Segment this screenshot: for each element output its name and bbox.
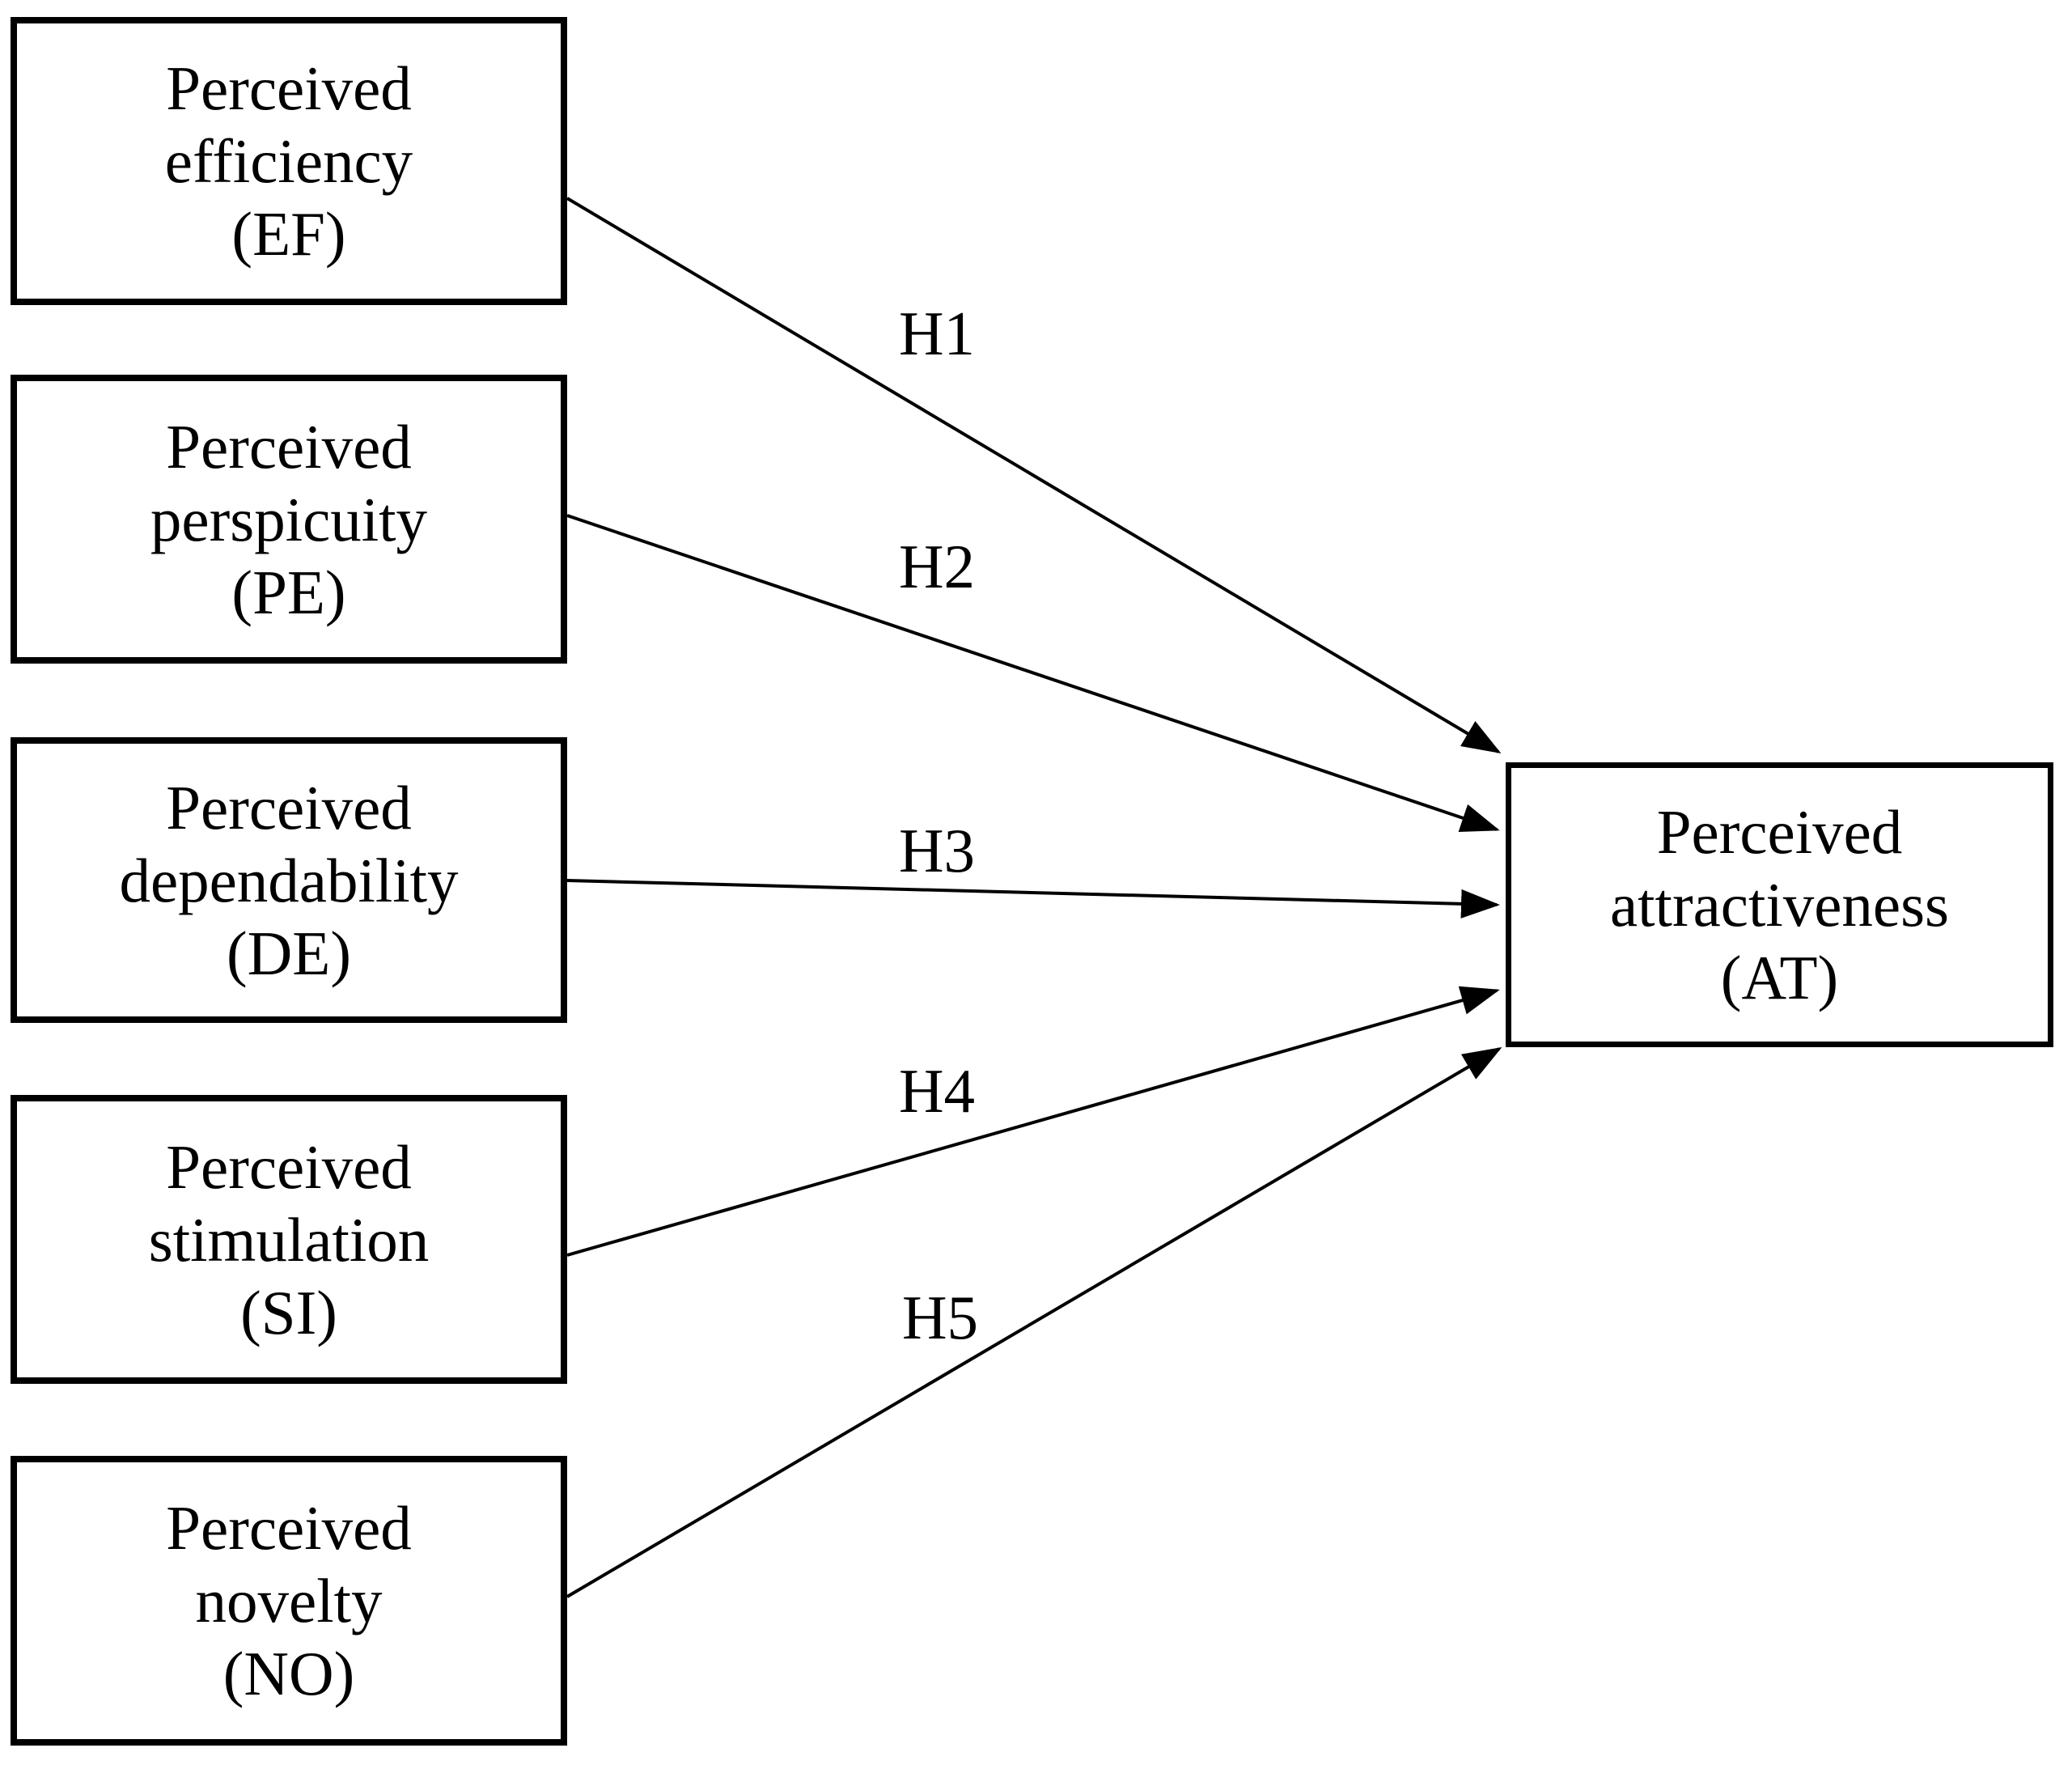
arrow-h2-pe-to-at bbox=[566, 514, 1500, 832]
box-ef-line-3: (EF) bbox=[231, 199, 346, 269]
box-pe-line-2: perspicuity bbox=[150, 484, 428, 554]
hypothesis-label-h3: H3 bbox=[895, 818, 979, 883]
box-si-line-2: stimulation bbox=[148, 1204, 430, 1275]
box-at-line-3: (AT) bbox=[1720, 943, 1839, 1012]
box-pe-line-3: (PE) bbox=[231, 557, 346, 627]
hypothesis-label-h2: H2 bbox=[895, 534, 979, 599]
hypothesis-label-h4: H4 bbox=[895, 1059, 979, 1123]
box-de-line-3: (DE) bbox=[227, 918, 351, 988]
box-perceived-perspicuity: Perceived perspicuity (PE) bbox=[11, 375, 567, 664]
box-perceived-efficiency: Perceived efficiency (EF) bbox=[11, 17, 567, 305]
box-perceived-stimulation: Perceived stimulation (SI) bbox=[11, 1095, 567, 1384]
box-pe-line-1: Perceived bbox=[166, 411, 412, 482]
box-at-line-1: Perceived bbox=[1656, 797, 1903, 867]
box-de-line-1: Perceived bbox=[166, 772, 412, 842]
hypothesis-label-h1: H1 bbox=[895, 301, 979, 366]
box-no-line-2: novelty bbox=[195, 1566, 383, 1636]
arrow-h3-de-to-at bbox=[566, 879, 1500, 919]
box-perceived-novelty: Perceived novelty (NO) bbox=[11, 1456, 567, 1746]
box-de-line-2: dependability bbox=[119, 845, 459, 915]
box-si-line-3: (SI) bbox=[240, 1277, 337, 1347]
box-perceived-attractiveness: Perceived attractiveness (AT) bbox=[1506, 762, 2053, 1047]
hypothesis-label-h5: H5 bbox=[898, 1285, 982, 1350]
arrow-h4-si-to-at bbox=[566, 986, 1500, 1257]
box-at-line-2: attractiveness bbox=[1609, 870, 1950, 940]
box-perceived-dependability: Perceived dependability (DE) bbox=[11, 737, 567, 1023]
arrow-h1-ef-to-at bbox=[566, 197, 1502, 754]
box-no-line-1: Perceived bbox=[166, 1493, 412, 1563]
box-no-line-3: (NO) bbox=[222, 1639, 355, 1708]
arrow-h5-no-to-at bbox=[566, 1046, 1502, 1598]
box-ef-line-1: Perceived bbox=[166, 53, 412, 123]
box-ef-line-2: efficiency bbox=[164, 126, 413, 196]
box-si-line-1: Perceived bbox=[166, 1131, 412, 1202]
